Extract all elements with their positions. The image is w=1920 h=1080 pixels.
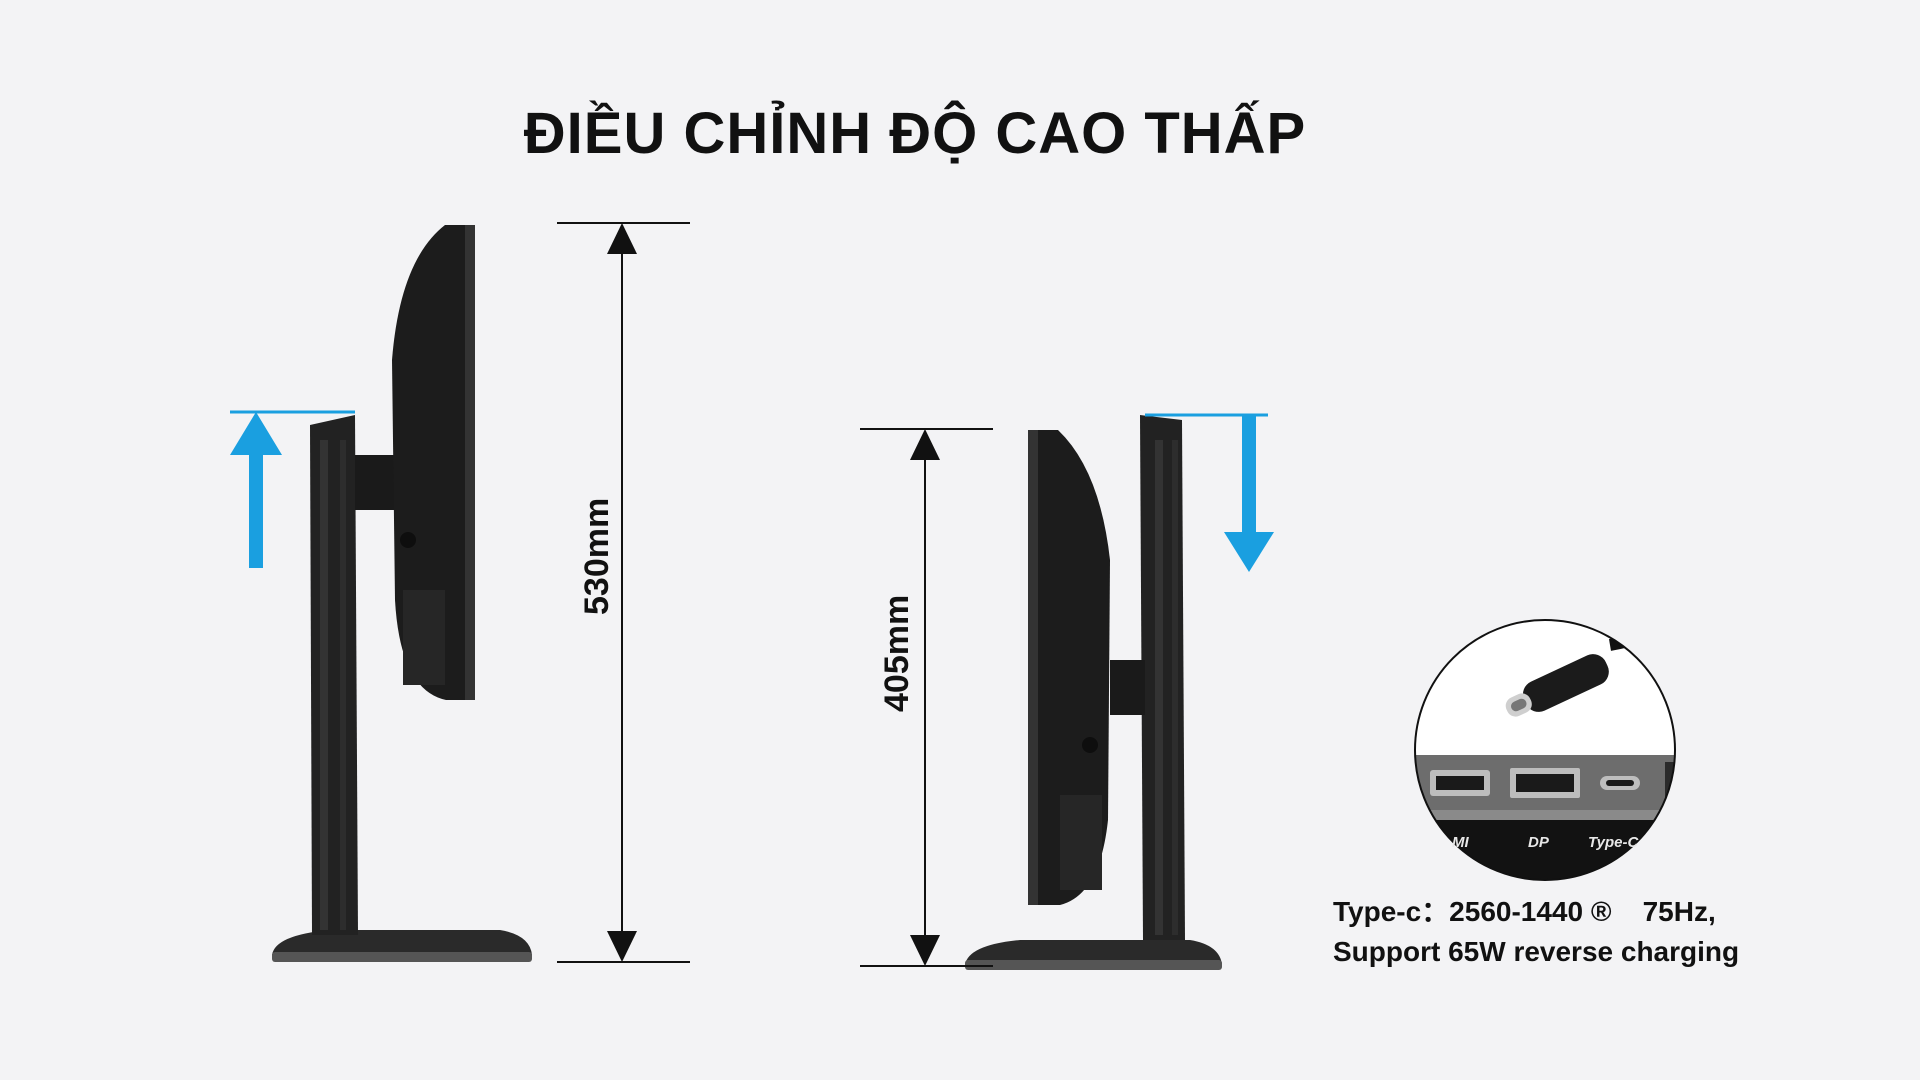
monitor-raised: [272, 225, 532, 962]
port-label-typec: Type-C: [1588, 834, 1639, 851]
usb-c-plug-icon: [1505, 654, 1609, 717]
spec-caption: Type-c：2560-1440 ® 75Hz, Support 65W rev…: [1333, 892, 1739, 972]
caption-line-1: Type-c：2560-1440 ® 75Hz,: [1333, 896, 1716, 927]
port-label-hdmi: MI: [1452, 834, 1469, 851]
monitor-lowered: [965, 415, 1222, 970]
page-title: ĐIỀU CHỈNH ĐỘ CAO THẤP: [523, 101, 1307, 166]
dimension-line-530: [557, 222, 690, 963]
arrow-down-icon: [1145, 413, 1274, 572]
dimension-line-405: [860, 428, 993, 967]
arrow-up-icon: [230, 410, 355, 568]
caption-line-2: Support 65W reverse charging: [1333, 936, 1740, 967]
port-label-dp: DP: [1528, 834, 1549, 851]
label-530mm: 530mm: [578, 497, 616, 615]
label-405mm: 405mm: [878, 594, 916, 712]
